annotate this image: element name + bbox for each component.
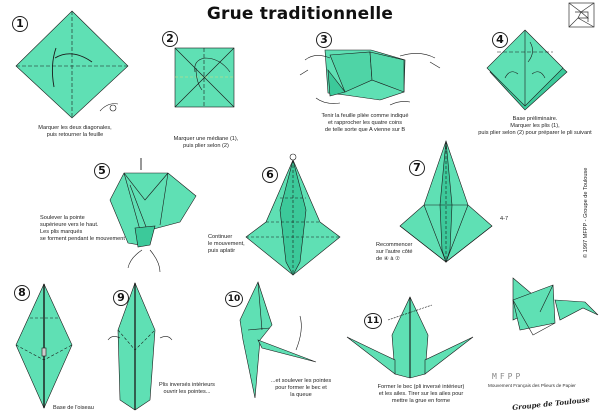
step-number-1: 1 [12, 16, 28, 32]
caption-line: la queue [290, 392, 312, 398]
caption-line: puis plier selon (2) pour préparer le pl… [478, 130, 592, 136]
caption-line: et rapprocher les quatre coins [327, 120, 402, 126]
step-6-caption: Continuer le mouvement, puis aplatir [208, 234, 258, 255]
organization-name: Mouvement Français des Plieurs de Papier [488, 383, 576, 388]
step-number-5: 5 [94, 163, 110, 179]
step-number-9: 9 [113, 290, 129, 306]
caption-line: sur l'autre côté [376, 249, 413, 255]
copyright-credit: © 1997 MFPP - Groupe de Toulouse [583, 167, 589, 258]
step-2-figure [174, 47, 235, 108]
step-1-figure [15, 10, 129, 119]
caption-line: Marquer une médiane (1), [173, 136, 239, 142]
step-2-caption: Marquer une médiane (1), puis plier selo… [170, 136, 242, 150]
step-number-11: 11 [364, 313, 382, 329]
step-number-2: 2 [162, 31, 178, 47]
step-3-figure [299, 49, 441, 106]
step-9-caption: Plis inversés intérieurs ouvrir les poin… [148, 382, 226, 396]
step-8-caption: Base de l'oiseau [53, 405, 113, 412]
step-10-caption: ...et soulever les pointes pour former l… [262, 378, 340, 399]
step-7-caption: Recommencer sur l'autre côté de ④ à ⑦ [376, 242, 426, 263]
step-5-caption: Soulever la pointe supérieure vers le ha… [40, 215, 140, 243]
caption-line: de telle sorte que A vienne sur B [324, 127, 406, 133]
step-6-figure [245, 153, 341, 276]
caption-line: puis retourner la feuille [46, 132, 104, 138]
caption-line: pour former le bec et [275, 385, 327, 391]
caption-line: supérieure vers le haut. [40, 222, 99, 228]
caption-line: Continuer [208, 234, 233, 240]
step-number-6: 6 [262, 167, 278, 183]
step-11-figure [346, 296, 474, 379]
step-4-caption: Base préliminaire. Marquer les plis (1),… [470, 116, 600, 137]
step-4-figure [486, 29, 568, 111]
step-1-caption: Marquer les deux diagonales, puis retour… [20, 125, 130, 139]
caption-line: Tenir la feuille pliée comme indiqué [321, 113, 409, 119]
step-10-figure [239, 281, 317, 399]
caption-line: Marquer les deux diagonales, [38, 125, 112, 131]
caption-line: ...et soulever les pointes [270, 378, 332, 384]
step-number-7: 7 [409, 160, 425, 176]
step-9-figure [107, 282, 173, 411]
caption-line: Les plis marqués [40, 229, 83, 235]
caption-line: puis plier selon (2) [183, 143, 229, 149]
caption-line: se forment pendant le mouvement [40, 236, 125, 242]
caption-line: puis aplatir [208, 248, 236, 254]
step-8-figure [15, 283, 73, 409]
caption-line: le mouvement, [208, 241, 245, 247]
caption-line: Marquer les plis (1), [510, 123, 560, 129]
caption-line: Base de l'oiseau [53, 405, 94, 411]
step-7-figure [399, 140, 493, 263]
step-5-figure [109, 158, 197, 273]
caption-line: ouvrir les pointes... [163, 389, 211, 395]
caption-line: mettre la grue en forme [391, 398, 451, 404]
final-crane-figure [512, 277, 599, 336]
caption-line: de ④ à ⑦ [376, 256, 401, 262]
caption-line: Recommencer [376, 242, 413, 248]
caption-line: Base préliminaire. [512, 116, 558, 122]
caption-line: Plis inversés intérieurs [159, 382, 215, 388]
caption-line: et les ailes. Tirer sur les ailes pour [378, 391, 464, 397]
step-3-caption: Tenir la feuille pliée comme indiqué et … [300, 113, 430, 134]
page-title: Grue traditionnelle [206, 4, 394, 24]
step-number-8: 8 [14, 285, 30, 301]
step-number-3: 3 [316, 32, 332, 48]
step-7-label: 4-7 [500, 216, 509, 222]
step-11-caption: Former le bec (pli inversé intérieur) et… [366, 384, 476, 405]
caption-line: Soulever la pointe [40, 215, 85, 221]
crane-base-icon [568, 2, 595, 28]
caption-line: Former le bec (pli inversé intérieur) [377, 384, 465, 390]
step-number-4: 4 [492, 32, 508, 48]
mfpp-logo: MFPP [492, 372, 524, 381]
step-number-10: 10 [225, 291, 243, 307]
